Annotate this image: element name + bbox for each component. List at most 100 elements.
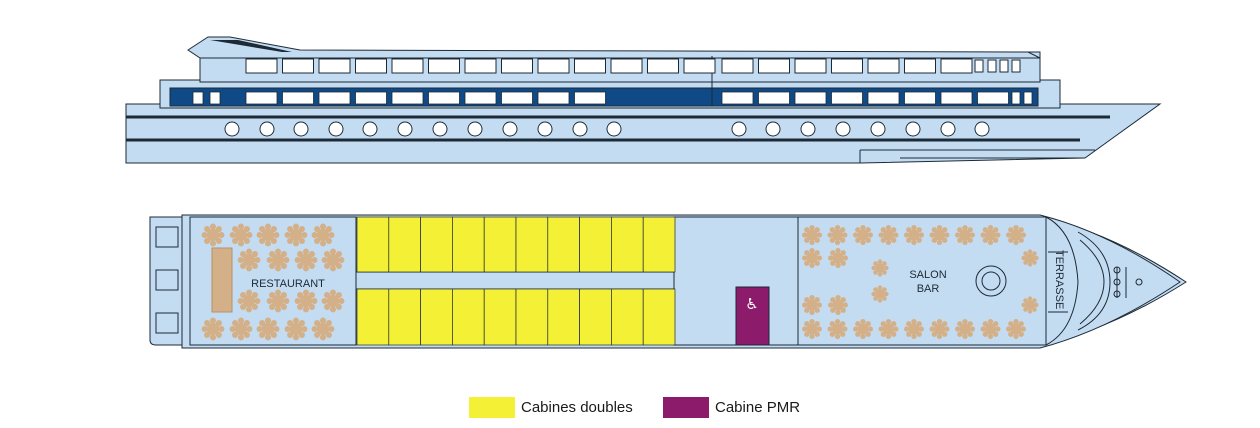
round-table-icon: [266, 248, 290, 272]
round-table-icon: [801, 247, 823, 269]
roof-stripe: [210, 40, 292, 52]
cabin-double: [611, 288, 644, 346]
porthole-icon: [870, 121, 886, 137]
porthole-icon: [328, 121, 344, 137]
window: [940, 58, 973, 74]
window: [721, 91, 754, 105]
porthole-icon: [397, 121, 413, 137]
round-table-icon: [954, 318, 976, 340]
window: [758, 91, 790, 105]
bar-label: BAR: [917, 283, 940, 295]
salon-label: SALON: [909, 269, 946, 281]
round-table-icon: [980, 318, 1001, 340]
round-table-icon: [256, 317, 280, 341]
round-table-icon: [284, 223, 308, 247]
window: [610, 58, 643, 74]
round-table-icon: [827, 318, 848, 340]
round-table-icon: [284, 317, 308, 341]
porthole-icon: [835, 121, 851, 137]
window: [428, 91, 460, 105]
window: [867, 91, 900, 105]
round-table-icon: [903, 224, 925, 246]
round-table-icon: [256, 223, 280, 247]
cabin-double: [356, 288, 390, 346]
round-table-icon: [266, 289, 290, 313]
legend-label-pmr: Cabine PMR: [715, 398, 801, 416]
round-table-icon: [852, 318, 874, 340]
cabin-double: [356, 216, 390, 273]
cabin-pmr: [735, 286, 770, 346]
round-table-icon: [878, 224, 899, 246]
window: [1023, 91, 1033, 105]
cabin-double: [515, 288, 549, 346]
legend-swatch-pmr: [663, 396, 709, 418]
window: [574, 58, 606, 74]
window: [794, 58, 827, 74]
window: [794, 91, 827, 105]
window: [391, 91, 424, 105]
porthole-icon: [974, 121, 990, 137]
round-table-icon: [871, 285, 889, 303]
cabin-double: [611, 216, 644, 273]
window: [999, 59, 1009, 73]
legend-cabines-doubles: Cabines doubles: [469, 395, 633, 419]
window: [683, 58, 716, 74]
round-table-icon: [929, 224, 950, 246]
window: [940, 91, 973, 105]
porthole-icon: [731, 121, 747, 137]
porthole-icon: [765, 121, 781, 137]
cabin-double: [420, 288, 453, 346]
round-table-icon: [294, 248, 318, 272]
round-table-icon: [1005, 318, 1027, 340]
central-corridor: [355, 271, 675, 290]
cabin-double: [642, 288, 676, 346]
window: [831, 58, 863, 74]
window: [977, 91, 1009, 105]
round-table-icon: [1021, 296, 1039, 314]
round-table-icon: [852, 224, 874, 246]
porthole-icon: [224, 121, 240, 137]
window: [282, 91, 314, 105]
porthole-icon: [572, 121, 588, 137]
window: [537, 58, 570, 74]
porthole-icon: [293, 121, 309, 137]
porthole-icon: [259, 121, 275, 137]
window: [1011, 91, 1021, 105]
bow-deck: [1045, 216, 1079, 346]
porthole-icon: [606, 121, 622, 137]
round-table-icon: [801, 224, 823, 246]
window: [282, 58, 314, 74]
tables: [201, 223, 1039, 341]
window: [758, 58, 790, 74]
round-table-icon: [801, 294, 823, 316]
round-table-icon: [237, 289, 261, 313]
legend-cabine-pmr: Cabine PMR: [663, 395, 800, 419]
window: [574, 91, 606, 105]
terrasse-label: TERRASSE: [1053, 250, 1065, 309]
window: [904, 58, 936, 74]
round-table-icon: [827, 224, 848, 246]
round-table-icon: [1005, 224, 1027, 246]
cabin-double: [388, 288, 421, 346]
window: [831, 91, 863, 105]
cabin-double: [579, 216, 612, 273]
window: [721, 58, 754, 74]
round-table-icon: [980, 224, 1001, 246]
window: [209, 91, 221, 105]
window: [987, 59, 997, 73]
cabin-double: [388, 216, 421, 273]
porthole-icon: [537, 121, 553, 137]
roof: [187, 36, 1041, 59]
window: [1011, 59, 1021, 73]
round-table-icon: [903, 318, 925, 340]
double-cabins: [356, 216, 676, 346]
legend-label-doubles: Cabines doubles: [521, 398, 633, 416]
round-table-icon: [237, 248, 261, 272]
window: [245, 58, 278, 74]
porthole-icon: [432, 121, 448, 137]
round-table-icon: [801, 318, 823, 340]
window: [867, 58, 900, 74]
round-table-icon: [311, 317, 335, 341]
round-table-icon: [321, 248, 345, 272]
round-table-icon: [827, 247, 849, 269]
